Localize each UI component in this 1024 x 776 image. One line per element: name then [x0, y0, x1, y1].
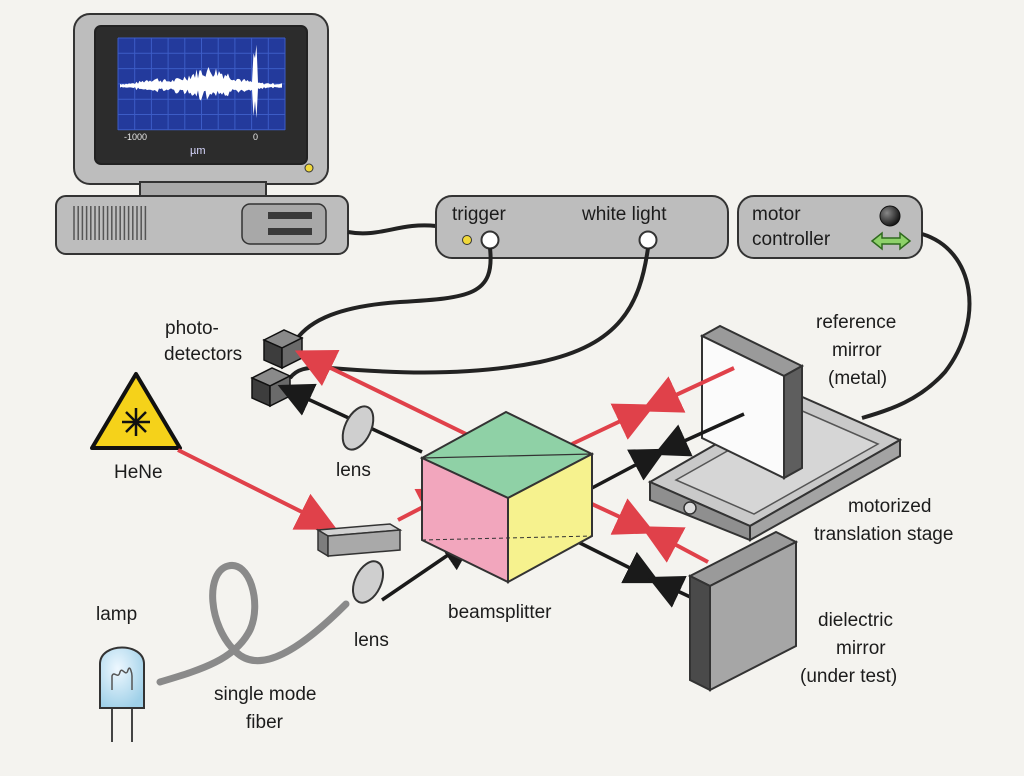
electronics-box: trigger white light — [435, 195, 729, 259]
hene-label: HeNe — [114, 462, 163, 483]
monitor-screen: -1000 0 µm — [117, 37, 286, 157]
computer: -1000 0 µm — [55, 13, 349, 255]
hene-laser: HeNe — [90, 372, 182, 483]
trigger-label: trigger — [452, 204, 507, 225]
hene-beam — [177, 448, 338, 530]
filament-icon — [111, 667, 133, 690]
disk-drive-icon — [268, 228, 312, 235]
screen-axis-unit: µm — [190, 145, 206, 157]
reference-label-1: reference — [816, 312, 896, 333]
reference-label-3: (metal) — [828, 368, 887, 389]
dielectric-label-1: dielectric — [818, 610, 893, 631]
joystick-knob-icon — [879, 205, 901, 227]
cable-trigger-detector — [294, 247, 493, 342]
lens-lower-label: lens — [354, 630, 389, 651]
dielectric-mirror: dielectric mirror (under test) — [687, 530, 897, 692]
lamp-bulb-icon — [99, 646, 145, 709]
fiber-label-2: fiber — [246, 712, 284, 733]
power-led-icon — [304, 163, 314, 173]
steering-mirror — [315, 523, 403, 558]
fiber-label-1: single mode — [214, 684, 316, 705]
lens-upper-label: lens — [336, 460, 371, 481]
beamsplitter-cube: beamsplitter — [419, 410, 595, 623]
single-mode-fiber: single mode fiber — [156, 562, 350, 733]
motor-label: motor — [752, 204, 801, 225]
trigger-led-icon — [462, 235, 472, 245]
photodetectors: photo- detectors — [164, 318, 304, 408]
cable-computer — [347, 223, 437, 236]
computer-base — [55, 195, 349, 255]
cable-whitelight-detector — [288, 247, 650, 380]
white-to-dielectric — [573, 538, 661, 584]
lens-lower: lens — [351, 560, 389, 651]
white-light-connector-icon — [638, 230, 658, 250]
vent-grille-icon — [73, 206, 147, 240]
red-from-reference — [640, 366, 735, 413]
white-light-label: white light — [581, 204, 667, 225]
dielectric-label-2: mirror — [836, 638, 886, 659]
detectors-label: detectors — [164, 344, 242, 365]
stage-label-2: translation stage — [814, 524, 953, 545]
motor-controller: motor controller — [737, 195, 923, 259]
lens-upper: lens — [336, 405, 375, 481]
lamp-label: lamp — [96, 604, 137, 625]
lamp: lamp — [96, 604, 145, 742]
disk-drive-icon — [268, 212, 312, 219]
trigger-connector-icon — [480, 230, 500, 250]
red-from-dielectric — [640, 526, 709, 564]
stage-screw-icon — [683, 501, 697, 515]
screen-axis-right: 0 — [253, 132, 258, 142]
red-to-reference — [571, 403, 656, 446]
white-from-reference — [653, 412, 745, 457]
bidirectional-arrow-icon — [870, 231, 912, 251]
stage-label-1: motorized — [848, 496, 931, 517]
photodetector-lower — [250, 367, 292, 408]
controller-label: controller — [752, 229, 831, 250]
photodetector-upper — [262, 329, 304, 370]
hene-to-detector — [294, 350, 467, 436]
reference-label-2: mirror — [832, 340, 882, 361]
dielectric-label-3: (under test) — [800, 666, 897, 687]
cable-motor-stage — [861, 232, 972, 420]
photo-label: photo- — [165, 318, 219, 339]
screen-axis-left: -1000 — [124, 132, 147, 142]
white-to-reference — [591, 448, 667, 490]
interferogram-waveform — [120, 44, 282, 119]
beamsplitter-label: beamsplitter — [448, 602, 552, 623]
